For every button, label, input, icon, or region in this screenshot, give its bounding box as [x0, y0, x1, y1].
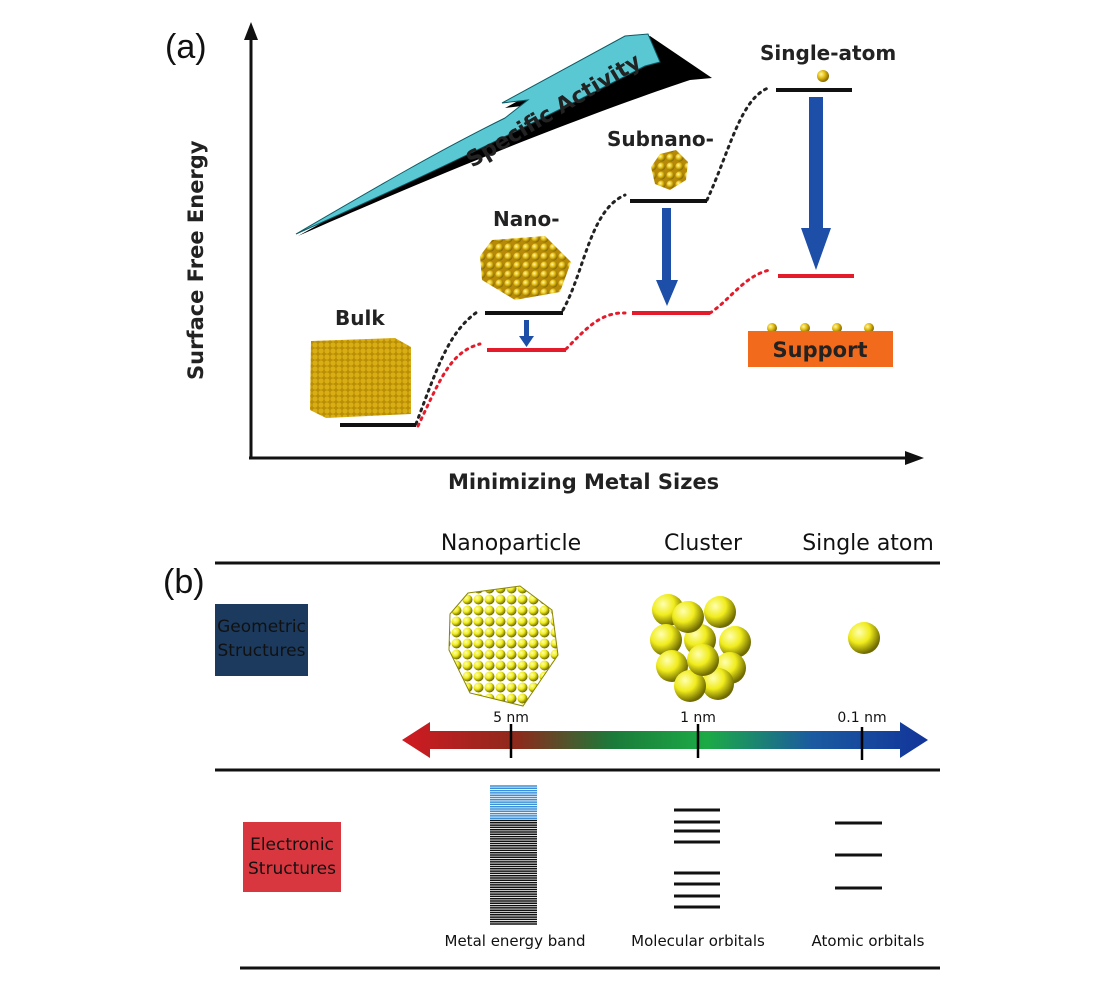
- geometric-structures-badge: [215, 604, 308, 676]
- geometric-badge-line2: Structures: [218, 641, 306, 661]
- caption-molecular-orbitals: Molecular orbitals: [631, 932, 765, 950]
- subnano-stabilization-arrow-shaft: [662, 208, 671, 284]
- geometric-badge-line1: Geometric: [217, 617, 306, 637]
- scale-label-1nm: 1 nm: [680, 710, 716, 726]
- free-energy-path: [414, 86, 770, 426]
- x-axis-arrowhead: [905, 451, 924, 465]
- single-atom-stabilization-arrow-head: [801, 228, 831, 270]
- supported-atom: [864, 323, 874, 333]
- electronic-badge-line1: Electronic: [250, 835, 334, 855]
- caption-metal-energy-band: Metal energy band: [445, 932, 586, 950]
- column-header-single-atom: Single atom: [802, 531, 934, 556]
- column-header-nanoparticle: Nanoparticle: [441, 531, 581, 556]
- level-nano: Nano-: [480, 207, 571, 352]
- bulk-label: Bulk: [335, 306, 385, 330]
- supported-atom: [832, 323, 842, 333]
- caption-atomic-orbitals: Atomic orbitals: [812, 932, 925, 950]
- column-header-cluster: Cluster: [664, 531, 743, 556]
- support-block: Support: [748, 323, 893, 367]
- scale-label-5nm: 5 nm: [493, 710, 529, 726]
- subnano-label: Subnano-: [607, 127, 714, 151]
- subnano-stabilization-arrow-head: [656, 280, 678, 306]
- panel-a-label: (a): [165, 28, 207, 66]
- nano-stabilization-arrow-head: [519, 336, 534, 347]
- x-axis-label: Minimizing Metal Sizes: [448, 470, 719, 494]
- single-atom-label: Single-atom: [760, 41, 896, 65]
- level-subnano: Subnano-: [607, 127, 714, 315]
- panel-a: (a) Surface Free Energy Minimizing Metal…: [165, 22, 924, 494]
- metal-energy-band: [490, 785, 537, 925]
- supported-atom: [800, 323, 810, 333]
- y-axis-arrowhead: [244, 22, 258, 40]
- bulk-metal-cube: [310, 338, 411, 418]
- panel-b: (b) Nanoparticle Cluster Single atom Geo…: [163, 531, 940, 970]
- nano-stabilization-arrow-shaft: [524, 320, 529, 340]
- panel-b-label: (b): [163, 563, 205, 601]
- size-scale-arrow: 5 nm 1 nm 0.1 nm: [402, 710, 928, 760]
- support-label: Support: [773, 338, 868, 362]
- atomic-orbitals: [835, 821, 882, 890]
- level-single-atom: Single-atom: [760, 41, 896, 278]
- nano-label: Nano-: [493, 207, 560, 231]
- subnano-cluster: [651, 150, 688, 190]
- y-axis-label: Surface Free Energy: [184, 140, 208, 380]
- scale-label-0.1nm: 0.1 nm: [837, 710, 886, 726]
- specific-activity-label: Specific Activity: [462, 49, 645, 173]
- cluster-structure: [650, 594, 751, 702]
- single-atom-stabilization-arrow-shaft: [809, 97, 823, 231]
- single-atom-structure: [848, 622, 880, 654]
- electronic-badge-line2: Structures: [248, 859, 336, 879]
- support-box: [748, 331, 893, 367]
- electronic-structures-badge: [243, 822, 341, 892]
- supported-atom: [767, 323, 777, 333]
- supported-energy-path: [416, 268, 772, 428]
- molecular-orbitals: [674, 808, 720, 909]
- nanoparticle-structure: [448, 585, 559, 707]
- nano-particle: [480, 236, 571, 300]
- level-bulk: Bulk: [310, 306, 416, 427]
- single-atom-ball: [817, 70, 829, 82]
